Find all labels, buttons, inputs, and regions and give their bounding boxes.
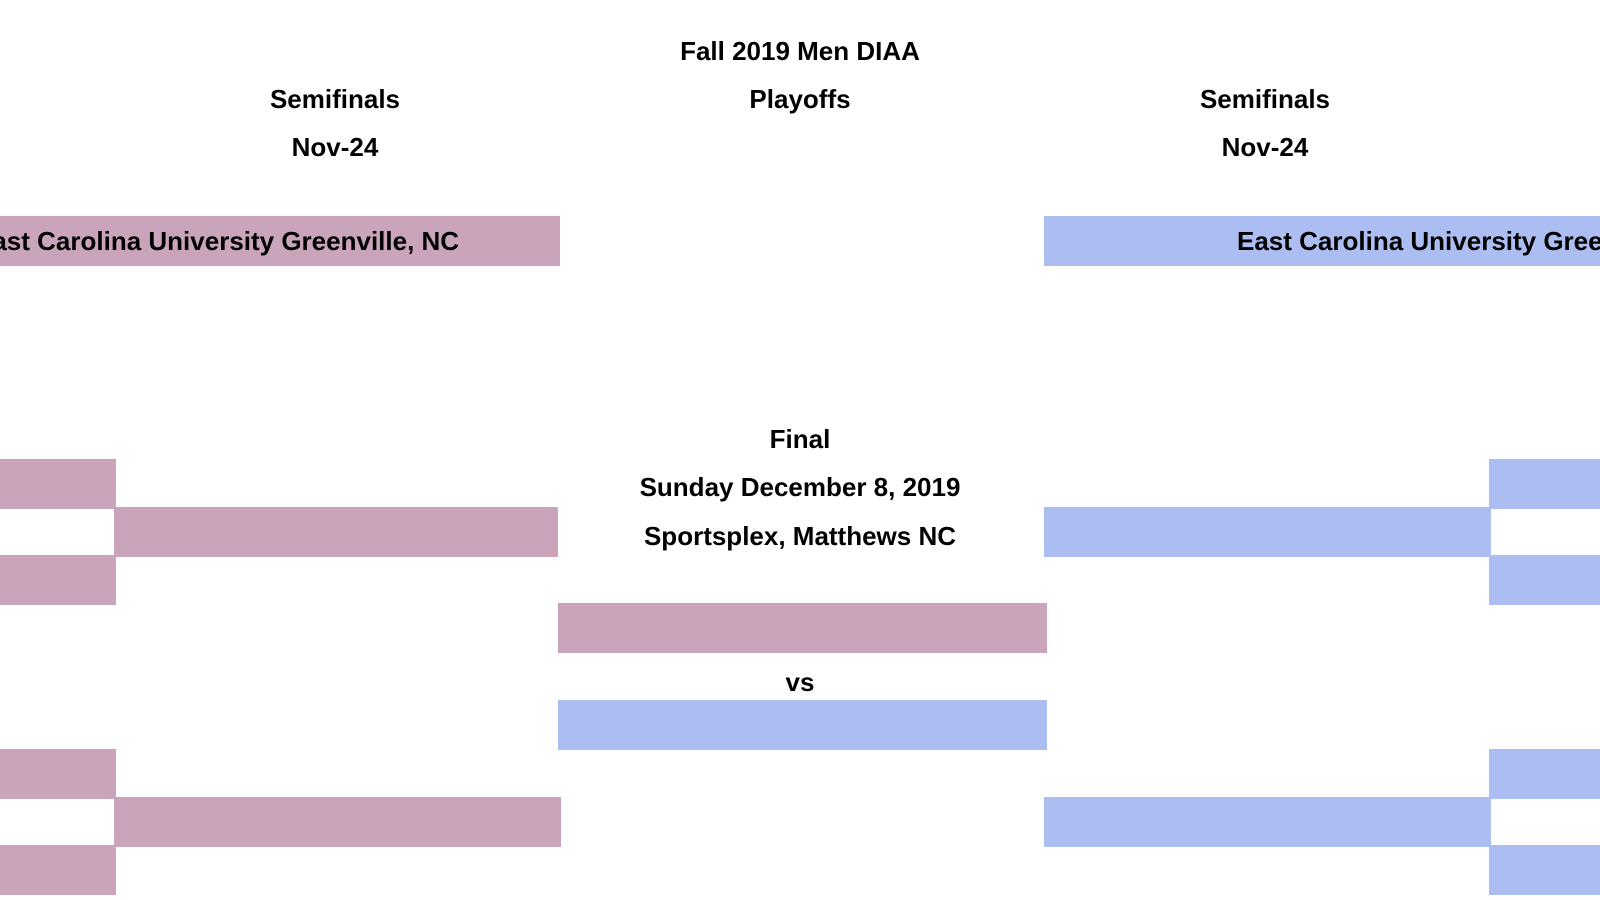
right-bracket-slot-2	[1044, 507, 1491, 557]
bracket-subtitle: Playoffs	[749, 84, 851, 114]
final-date: Sunday December 8, 2019	[639, 472, 961, 502]
right-bracket-slot-4	[1489, 749, 1600, 799]
left-bracket-slot-3	[0, 555, 116, 605]
right-bracket-slot-3	[1489, 555, 1600, 605]
final-venue: Sportsplex, Matthews NC	[643, 521, 957, 551]
final-team-2-slot	[558, 700, 1047, 750]
left-bracket-slot-2	[114, 507, 558, 557]
right-top-team-slot: East Carolina University Greenville, NC	[1044, 216, 1600, 266]
left-bracket-slot-6	[0, 845, 116, 895]
right-round-date: Nov-24	[1221, 132, 1309, 162]
final-team-1-slot	[558, 603, 1047, 653]
left-bracket-slot-5	[114, 797, 561, 847]
right-bracket-slot-1	[1489, 459, 1600, 509]
right-round-label: Semifinals	[1199, 84, 1331, 114]
left-bracket-slot-1	[0, 459, 116, 509]
left-top-team-name: East Carolina University Greenville, NC	[0, 226, 460, 256]
left-round-date: Nov-24	[291, 132, 379, 162]
right-top-team-name: East Carolina University Greenville, NC	[1237, 226, 1600, 256]
final-versus: vs	[785, 667, 815, 697]
left-top-team-slot: East Carolina University Greenville, NC	[0, 216, 560, 266]
left-bracket-slot-4	[0, 749, 116, 799]
right-bracket-slot-6	[1489, 845, 1600, 895]
right-bracket-slot-5	[1044, 797, 1491, 847]
left-round-label: Semifinals	[269, 84, 401, 114]
final-label: Final	[769, 424, 831, 454]
bracket-title: Fall 2019 Men DIAA	[680, 36, 920, 66]
